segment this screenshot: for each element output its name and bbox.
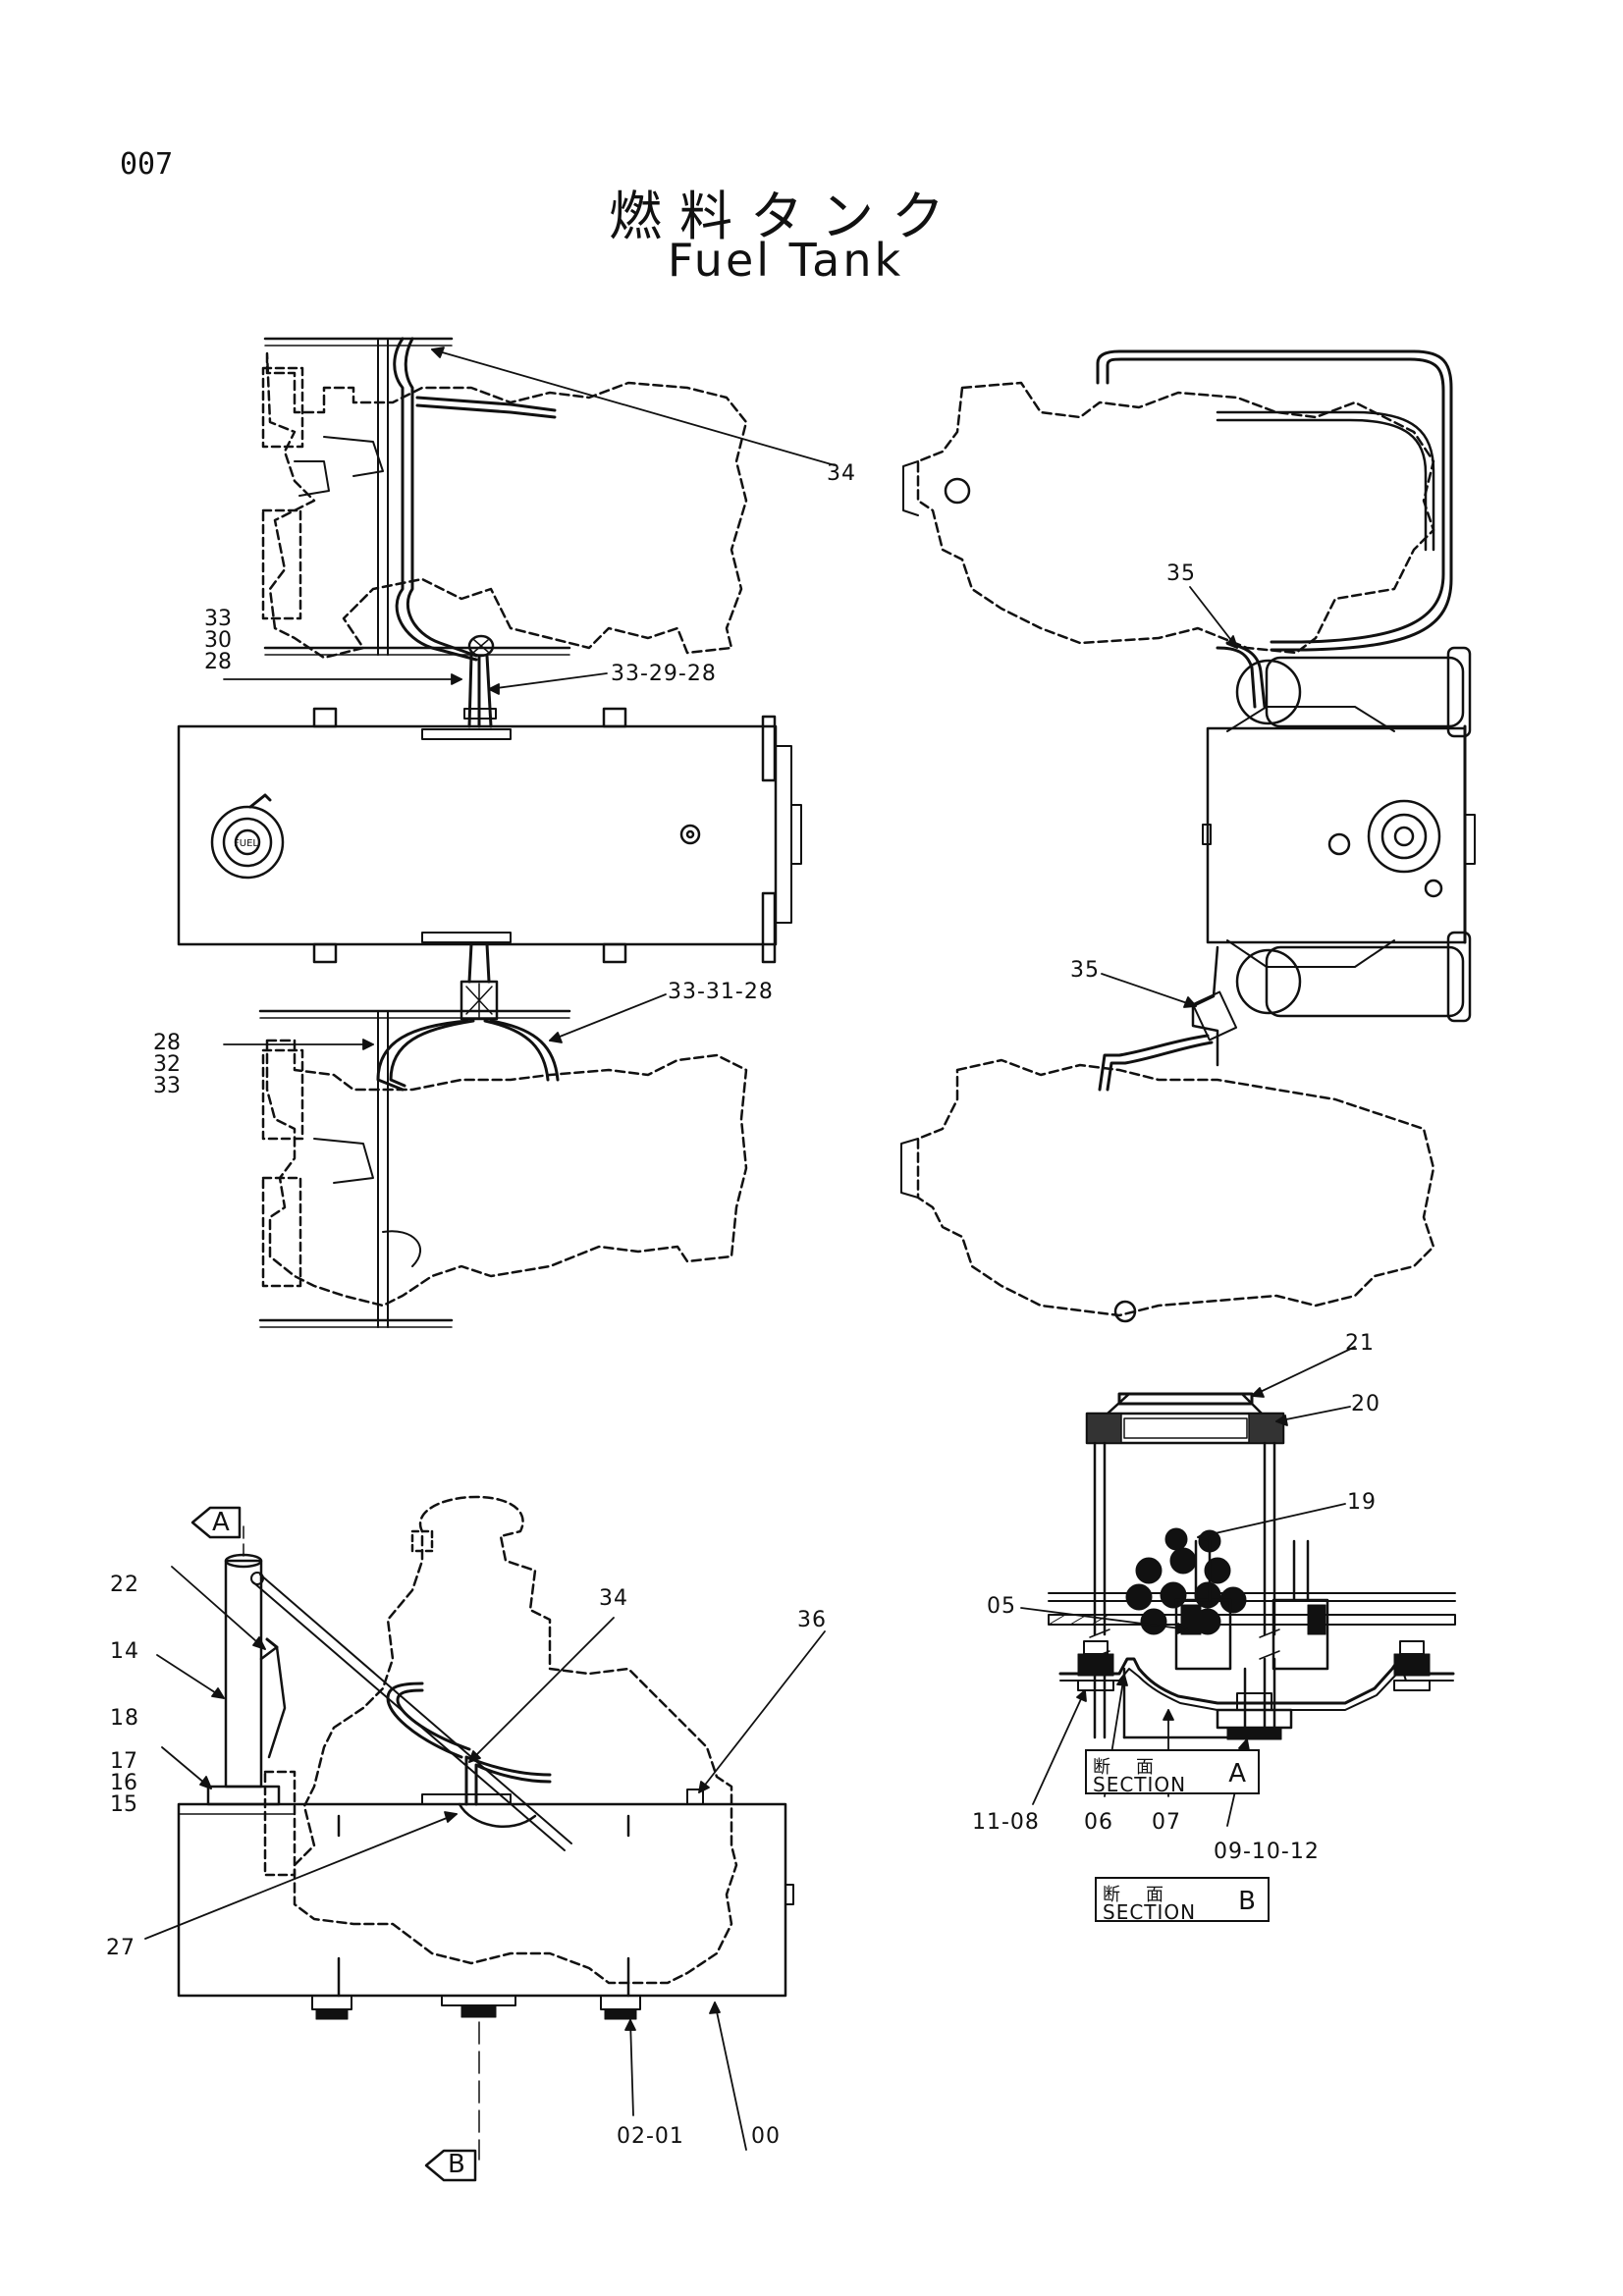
callout-stack-upper-left: 33 30 28	[198, 609, 238, 673]
lower-fuel-hoses	[376, 942, 560, 1092]
callout-33-upper: 33	[204, 607, 232, 631]
section-a-label-ja: 断面	[1093, 1757, 1179, 1778]
view-arrow-b-letter: B	[448, 2150, 465, 2179]
page-title-english: Fuel Tank	[667, 234, 904, 287]
upper-engine-outline	[261, 337, 748, 662]
page-title-japanese: 燃料タンク	[609, 186, 962, 247]
callout-20: 20	[1351, 1392, 1380, 1416]
view-arrow-a	[190, 1506, 242, 1539]
fuel-tank-plan-view: FUEL	[177, 707, 802, 964]
right-lower-engine-outline	[900, 945, 1435, 1323]
top-left-leaders	[223, 347, 836, 1050]
breather-pipe	[250, 1572, 572, 1851]
callout-28-lower: 28	[153, 1031, 181, 1055]
callout-22: 22	[110, 1573, 139, 1597]
callout-34-top: 34	[827, 461, 856, 486]
view-arrow-a-letter: A	[212, 1508, 230, 1537]
section-b-label: 断面 SECTION B	[1095, 1877, 1270, 1924]
callout-34-side: 34	[599, 1586, 628, 1611]
callout-33-29-28: 33-29-28	[611, 662, 717, 686]
callout-05: 05	[987, 1594, 1016, 1619]
callout-16: 16	[110, 1771, 137, 1795]
page-number: 007	[120, 147, 174, 182]
callout-02-01: 02-01	[617, 2124, 684, 2149]
top-right-leaders	[1101, 586, 1238, 1008]
upper-fuel-hoses	[463, 654, 497, 728]
callout-35-top: 35	[1166, 561, 1196, 586]
callout-19: 19	[1347, 1490, 1377, 1515]
callout-36: 36	[797, 1608, 827, 1632]
section-a-leaders	[1197, 1346, 1356, 1542]
callout-15: 15	[110, 1792, 137, 1817]
callout-stack-lower-left: 28 32 33	[147, 1033, 187, 1097]
callout-33-lower: 33	[153, 1074, 181, 1098]
callout-35-bottom: 35	[1070, 958, 1100, 983]
section-a-label: 断面 SECTION A	[1085, 1749, 1260, 1796]
callout-17: 17	[110, 1749, 137, 1774]
section-b-label-ja: 断面	[1103, 1885, 1189, 1905]
callout-stack-side-view: 17 16 15	[104, 1751, 143, 1816]
right-upper-engine-outline	[902, 349, 1453, 709]
side-view-leaders	[144, 1525, 826, 2161]
strainer-mesh	[1125, 1527, 1247, 1635]
filler-neck	[206, 1553, 287, 1806]
callout-33-31-28: 33-31-28	[668, 980, 774, 1004]
fuel-tank-side-elevation	[177, 1789, 794, 2020]
callout-18: 18	[110, 1706, 139, 1731]
section-a-letter: A	[1228, 1759, 1246, 1789]
section-b-letter: B	[1238, 1887, 1256, 1916]
callout-28-upper: 28	[204, 650, 232, 674]
section-a-drawing	[1085, 1392, 1285, 1739]
lower-engine-outline	[258, 1009, 748, 1328]
section-a-label-en: SECTION	[1093, 1773, 1187, 1796]
callout-14: 14	[110, 1639, 139, 1664]
callout-06: 06	[1084, 1810, 1113, 1835]
callout-11-08: 11-08	[972, 1810, 1040, 1835]
side-view-engine-outline	[263, 1495, 738, 1985]
callout-30: 30	[204, 628, 232, 653]
callout-27: 27	[106, 1936, 135, 1960]
callout-21: 21	[1345, 1331, 1375, 1356]
filler-cap-marking: FUEL	[234, 838, 258, 849]
section-b-label-en: SECTION	[1103, 1900, 1197, 1924]
callout-07: 07	[1152, 1810, 1181, 1835]
callout-09-10-12: 09-10-12	[1214, 1840, 1320, 1864]
callout-32: 32	[153, 1052, 181, 1077]
view-arrow-b	[424, 2149, 477, 2182]
fuel-tank-side-view	[1202, 646, 1476, 1023]
section-b-drawing	[1048, 1539, 1456, 1740]
callout-00: 00	[751, 2124, 781, 2149]
